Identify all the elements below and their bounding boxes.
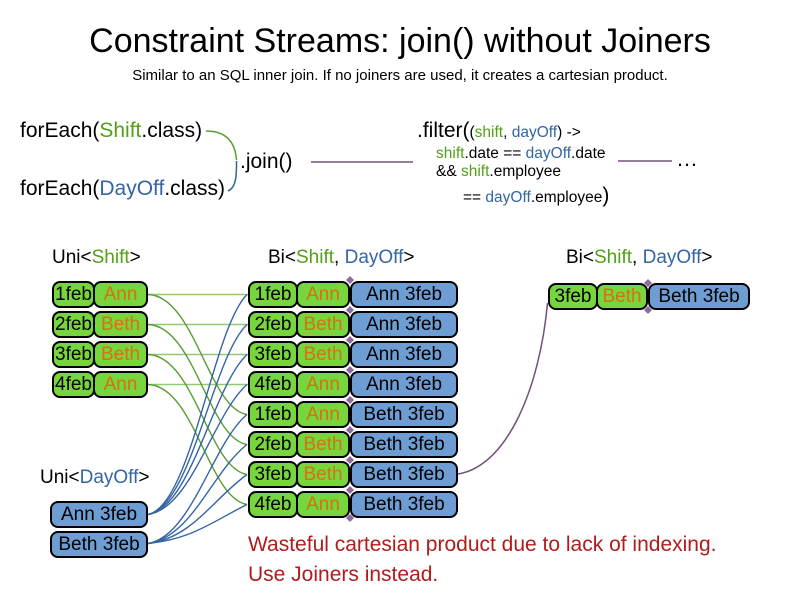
code-text: ) -> [557, 124, 581, 141]
shift-employee-cell: Ann [93, 371, 148, 398]
dayoff-cell: Ann 3feb [50, 501, 148, 528]
code-filter-line2: shift.date == dayOff.date [436, 145, 606, 163]
bi-dayoff-cell: Beth 3feb [350, 401, 458, 428]
label-text: Shift [594, 247, 633, 268]
shift-param-token: shift [436, 145, 465, 162]
warning-note: Wasteful cartesian product due to lack o… [248, 530, 716, 590]
code-text: .date == [464, 145, 526, 162]
code-text: ( [469, 124, 475, 141]
code-text: .class) [164, 177, 226, 200]
label-text: , [334, 247, 345, 268]
code-join: .join() [240, 150, 293, 173]
bi-dayoff-cell: Beth 3feb [350, 431, 458, 458]
shift-employee-cell: Beth [93, 311, 148, 338]
label-bi-middle: Bi<Shift, DayOff> [268, 247, 414, 269]
bi-employee-cell: Ann [296, 401, 350, 428]
bi-dayoff-cell: Beth 3feb [350, 461, 458, 488]
code-text: .class) [141, 119, 203, 142]
shift-date-cell: 2feb [52, 311, 95, 338]
code-text: == [463, 189, 486, 206]
continuation-ellipsis: … [676, 146, 700, 171]
label-text: DayOff [642, 247, 702, 268]
shift-param-token: shift [474, 124, 504, 141]
bi-date-cell: 1feb [248, 281, 298, 308]
code-text: forEach( [20, 177, 100, 200]
label-text: Uni< [40, 467, 80, 488]
shift-curve-lines [147, 293, 248, 506]
join-bracket-shift-line [205, 130, 238, 161]
code-text: .filter( [417, 119, 470, 142]
dayoff-param-token: dayOff [511, 124, 558, 141]
dayoff-cell: Beth 3feb [50, 531, 148, 558]
dayoff-curve-lines [147, 294, 248, 545]
bi-date-cell: 4feb [248, 371, 298, 398]
warning-note-line2: Use Joiners instead. [248, 563, 439, 586]
label-bi-right: Bi<Shift, DayOff> [566, 247, 712, 269]
label-text: Bi< [268, 247, 296, 268]
bi-employee-cell: Ann [296, 371, 350, 398]
bi-dayoff-cell: Ann 3feb [350, 341, 458, 368]
bi-dayoff-cell: Ann 3feb [350, 371, 458, 398]
shift-straight-lines [148, 293, 248, 386]
dayoff-class-token: DayOff [99, 177, 165, 200]
shift-date-cell: 3feb [52, 341, 95, 368]
dayoff-param-token: dayOff [525, 145, 572, 162]
shift-date-cell: 1feb [52, 281, 95, 308]
label-text: Shift [296, 247, 335, 268]
bi-employee-cell: Beth [296, 431, 350, 458]
bi-date-cell: 1feb [248, 401, 298, 428]
label-text: > [403, 247, 415, 268]
result-dayoff-cell: Beth 3feb [648, 283, 750, 310]
bi-employee-cell: Ann [296, 491, 350, 518]
bi-dayoff-cell: Beth 3feb [350, 491, 458, 518]
match-to-result-line [457, 302, 549, 475]
shift-employee-cell: Ann [93, 281, 148, 308]
bi-dayoff-cell: Ann 3feb [350, 311, 458, 338]
code-text: ) [602, 184, 610, 207]
code-text: && [436, 163, 461, 180]
code-text: forEach( [20, 119, 100, 142]
bi-employee-cell: Beth [296, 341, 350, 368]
bi-date-cell: 2feb [248, 431, 298, 458]
label-uni-dayoff: Uni<DayOff> [40, 467, 150, 489]
code-filter-line4: == dayOff.employee) [463, 184, 609, 208]
page-title: Constraint Streams: join() without Joine… [89, 22, 711, 60]
code-filter-line3: && shift.employee [436, 163, 561, 181]
code-filter-line1: .filter((shift, dayOff) -> [417, 119, 581, 143]
join-bracket-dayoff-line [227, 160, 238, 192]
shift-date-cell: 4feb [52, 371, 95, 398]
bi-date-cell: 3feb [248, 341, 298, 368]
result-employee-cell: Beth [596, 283, 648, 310]
code-text: , [503, 124, 512, 141]
bi-date-cell: 2feb [248, 311, 298, 338]
dayoff-param-token: dayOff [485, 189, 531, 206]
bi-date-cell: 4feb [248, 491, 298, 518]
shift-param-token: shift [460, 163, 490, 180]
shift-employee-cell: Beth [93, 341, 148, 368]
label-text: > [701, 247, 713, 268]
label-uni-shift: Uni<Shift> [52, 247, 141, 269]
bi-employee-cell: Beth [296, 461, 350, 488]
page-subtitle: Similar to an SQL inner join. If no join… [132, 67, 668, 84]
label-text: Shift [91, 247, 130, 268]
label-text: Bi< [566, 247, 594, 268]
label-text: , [632, 247, 643, 268]
bi-dayoff-cell: Ann 3feb [350, 281, 458, 308]
label-text: Uni< [52, 247, 92, 268]
code-foreach-shift: forEach(Shift.class) [20, 119, 202, 143]
bi-employee-cell: Ann [296, 281, 350, 308]
result-date-cell: 3feb [548, 283, 598, 310]
code-text: .employee [489, 163, 561, 180]
label-text: DayOff [79, 467, 139, 488]
code-text: .date [571, 145, 606, 162]
label-text: DayOff [344, 247, 404, 268]
code-foreach-dayoff: forEach(DayOff.class) [20, 177, 225, 201]
shift-class-token: Shift [99, 119, 142, 142]
label-text: > [129, 247, 141, 268]
bi-date-cell: 3feb [248, 461, 298, 488]
warning-note-line1: Wasteful cartesian product due to lack o… [248, 533, 717, 556]
bi-employee-cell: Beth [296, 311, 350, 338]
code-text: .employee [530, 189, 603, 206]
label-text: > [138, 467, 150, 488]
